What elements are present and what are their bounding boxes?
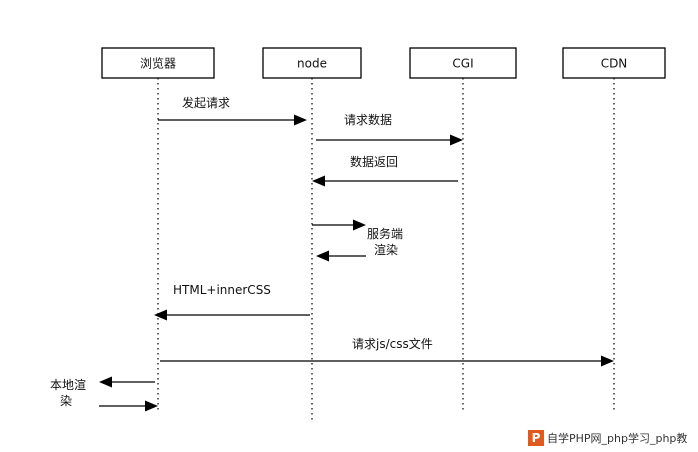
message-4-label: 服务端渲染 [367,226,403,257]
participant-node: node [262,47,362,79]
participant-node-label: node [297,57,327,71]
message-2-request-data: 请求数据 [316,112,463,146]
participant-browser: 浏览器 [101,47,215,79]
message-3-label: 数据返回 [350,154,398,169]
message-6-label: 请求js/css文件 [352,336,433,351]
arrowhead-right-icon [145,400,158,412]
participant-cdn: CDN [562,47,666,79]
participant-browser-label: 浏览器 [140,56,176,71]
arrowhead-left-icon [316,250,329,262]
participant-cdn-label: CDN [601,57,628,71]
message-2-label: 请求数据 [344,112,392,127]
message-6-request-files: 请求js/css文件 [160,336,614,367]
watermark: P 自学PHP网_php学习_php教 [528,428,692,448]
message-1-request: 发起请求 [158,95,307,126]
message-7-local-render: 本地渲染 [50,376,158,412]
message-5-label: HTML+innerCSS [173,283,271,297]
arrowhead-right-icon [450,134,463,146]
arrowhead-left-icon [312,175,325,187]
message-4-server-render: 服务端渲染 [312,219,403,262]
arrowhead-right-icon [353,219,366,231]
arrowhead-left-icon [99,376,112,388]
arrowhead-left-icon [154,309,167,321]
arrowhead-right-icon [294,114,307,126]
message-7-label: 本地渲染 [50,377,86,408]
message-1-label: 发起请求 [182,95,230,110]
message-5-html: HTML+innerCSS [154,283,310,321]
message-3-data-return: 数据返回 [312,154,458,187]
watermark-logo-icon: P [528,430,544,446]
watermark-text: 自学PHP网_php学习_php教 [547,432,688,445]
arrowhead-right-icon [601,355,614,367]
participant-cgi: CGI [409,47,517,79]
participant-cgi-label: CGI [452,57,473,71]
